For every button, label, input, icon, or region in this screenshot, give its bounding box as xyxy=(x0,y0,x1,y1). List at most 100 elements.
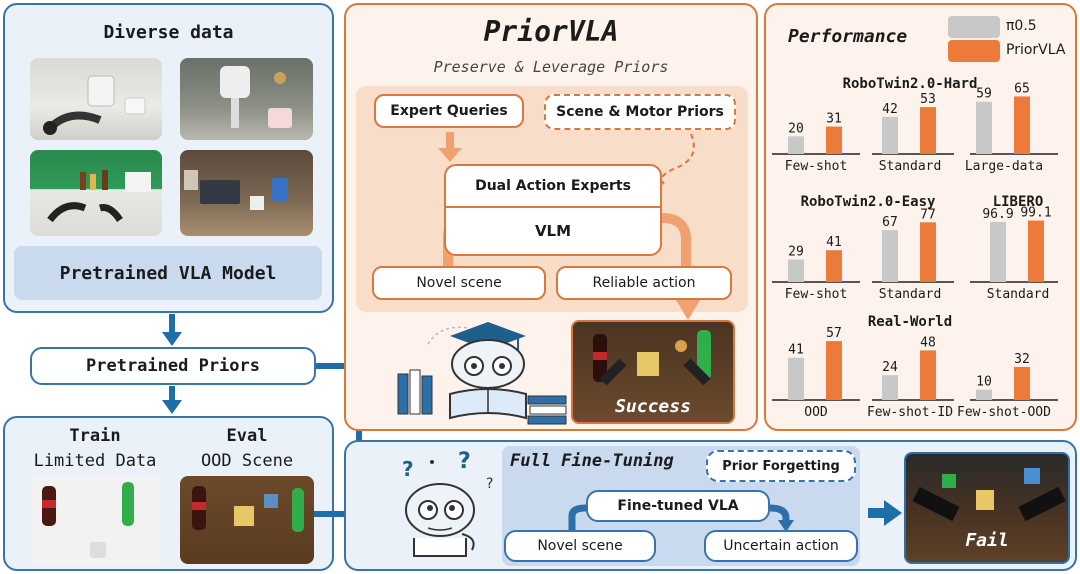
bar-baseline xyxy=(976,101,992,154)
bar-priorvla xyxy=(920,350,936,400)
bar-baseline xyxy=(882,116,898,154)
expert-queries-label: Expert Queries xyxy=(390,103,508,119)
bar-value-label: 20 xyxy=(788,121,804,136)
category-label: Few-shot xyxy=(785,159,848,174)
train-photo xyxy=(30,476,162,564)
prior-forgetting-box: Prior Forgetting xyxy=(706,450,856,482)
bar-value-label: 42 xyxy=(882,102,898,117)
diverse-data-title: Diverse data xyxy=(103,21,234,43)
svg-text:?: ? xyxy=(486,476,493,492)
eval-title: Eval xyxy=(226,426,268,446)
performance-title: Performance xyxy=(788,26,908,47)
svg-text:?: ? xyxy=(458,449,471,474)
bar-value-label: 59 xyxy=(976,87,992,102)
success-label: Success xyxy=(615,395,691,417)
bar-value-label: 67 xyxy=(882,215,898,230)
vlm-label: VLM xyxy=(534,222,572,240)
category-label: Standard xyxy=(879,159,942,174)
train-subtitle: Limited Data xyxy=(33,451,157,471)
bar-baseline xyxy=(990,221,1006,282)
bar-value-label: 41 xyxy=(826,235,842,250)
uncertain-action-label: Uncertain action xyxy=(723,538,839,554)
confused-robot-icon: ? ? ? xyxy=(402,449,493,557)
success-photo xyxy=(571,320,735,424)
bar-value-label: 32 xyxy=(1014,352,1030,367)
novel-scene-box: Novel scene xyxy=(372,266,546,300)
bar-value-label: 10 xyxy=(976,375,992,390)
experts-vlm-divider xyxy=(444,206,662,208)
bar-value-label: 41 xyxy=(788,343,804,358)
bar-baseline xyxy=(882,375,898,400)
legend-ours-label: PriorVLA xyxy=(1006,42,1066,58)
bar-priorvla xyxy=(920,107,936,154)
category-label: Standard xyxy=(987,287,1050,302)
bar-value-label: 53 xyxy=(920,92,936,107)
reliable-action-box: Reliable action xyxy=(556,266,732,300)
pretrained-vla-model-box: Pretrained VLA Model xyxy=(14,246,322,300)
legend-ours-swatch xyxy=(948,40,1000,62)
finetuned-vla-box: Fine-tuned VLA xyxy=(586,490,770,522)
fail-label: Fail xyxy=(965,529,1009,551)
novel-scene-label: Novel scene xyxy=(416,275,502,291)
expert-queries-box: Expert Queries xyxy=(374,94,524,128)
bar-baseline xyxy=(788,259,804,282)
category-label: OOD xyxy=(804,405,828,420)
chart-title-0: RoboTwin2.0-Hard xyxy=(843,76,978,92)
bar-priorvla xyxy=(1014,96,1030,154)
category-label: Standard xyxy=(879,287,942,302)
category-label: Large-data xyxy=(965,159,1043,174)
bar-baseline xyxy=(788,357,804,400)
robot-photo-3 xyxy=(30,150,162,236)
pretrained-priors-label: Pretrained Priors xyxy=(86,356,260,376)
train-title: Train xyxy=(69,426,121,446)
bar-value-label: 29 xyxy=(788,245,804,260)
bar-value-label: 31 xyxy=(826,112,842,127)
robot-photo-1 xyxy=(30,58,162,140)
bar-value-label: 48 xyxy=(920,335,936,350)
bar-priorvla xyxy=(826,341,842,400)
bar-priorvla xyxy=(920,222,936,282)
bar-value-label: 24 xyxy=(882,360,898,375)
chart-title-1: RoboTwin2.0-Easy xyxy=(801,194,936,210)
scene-motor-priors-box: Scene & Motor Priors xyxy=(544,94,736,130)
scene-motor-priors-label: Scene & Motor Priors xyxy=(556,104,724,120)
bar-value-label: 99.1 xyxy=(1020,206,1051,221)
legend-baseline-label: π0.5 xyxy=(1006,18,1037,34)
category-label: Few-shot xyxy=(785,287,848,302)
bar-value-label: 77 xyxy=(920,207,936,222)
fft-title: Full Fine-Tuning xyxy=(510,451,674,471)
bar-baseline xyxy=(976,389,992,400)
finetuned-vla-label: Fine-tuned VLA xyxy=(617,498,739,514)
bar-priorvla xyxy=(826,126,842,154)
bar-baseline xyxy=(882,230,898,282)
fft-flow-arrows xyxy=(568,504,794,532)
fail-photo xyxy=(904,452,1070,564)
priorvla-title: PriorVLA xyxy=(483,14,619,48)
pretrained-vla-model-label: Pretrained VLA Model xyxy=(59,262,277,284)
arrow-down-to-train xyxy=(162,386,182,414)
chart-title-3: Real-World xyxy=(868,314,952,330)
bar-baseline xyxy=(788,136,804,154)
bar-priorvla xyxy=(1028,220,1044,282)
uncertain-action-box: Uncertain action xyxy=(704,530,858,562)
arrow-down-to-priors xyxy=(162,314,182,346)
chart-title-2: LIBERO xyxy=(993,194,1044,210)
category-label: Few-shot-OOD xyxy=(957,405,1051,420)
priorvla-subtitle: Preserve & Leverage Priors xyxy=(433,58,669,76)
studying-robot-icon xyxy=(397,322,567,425)
legend-baseline-swatch xyxy=(948,16,1000,38)
prior-forgetting-label: Prior Forgetting xyxy=(722,458,840,474)
bar-value-label: 65 xyxy=(1014,81,1030,96)
category-label: Few-shot-ID xyxy=(867,405,953,420)
fft-novel-scene-box: Novel scene xyxy=(504,530,656,562)
arrow-to-success xyxy=(676,300,700,320)
bar-value-label: 57 xyxy=(826,326,842,341)
eval-photo xyxy=(180,476,314,564)
bar-priorvla xyxy=(826,250,842,282)
dual-experts-vlm-box xyxy=(444,164,662,256)
eval-subtitle: OOD Scene xyxy=(200,451,294,471)
dual-action-experts-label: Dual Action Experts xyxy=(475,178,631,194)
robot-photo-2 xyxy=(180,58,313,140)
fft-novel-scene-label: Novel scene xyxy=(537,538,623,554)
